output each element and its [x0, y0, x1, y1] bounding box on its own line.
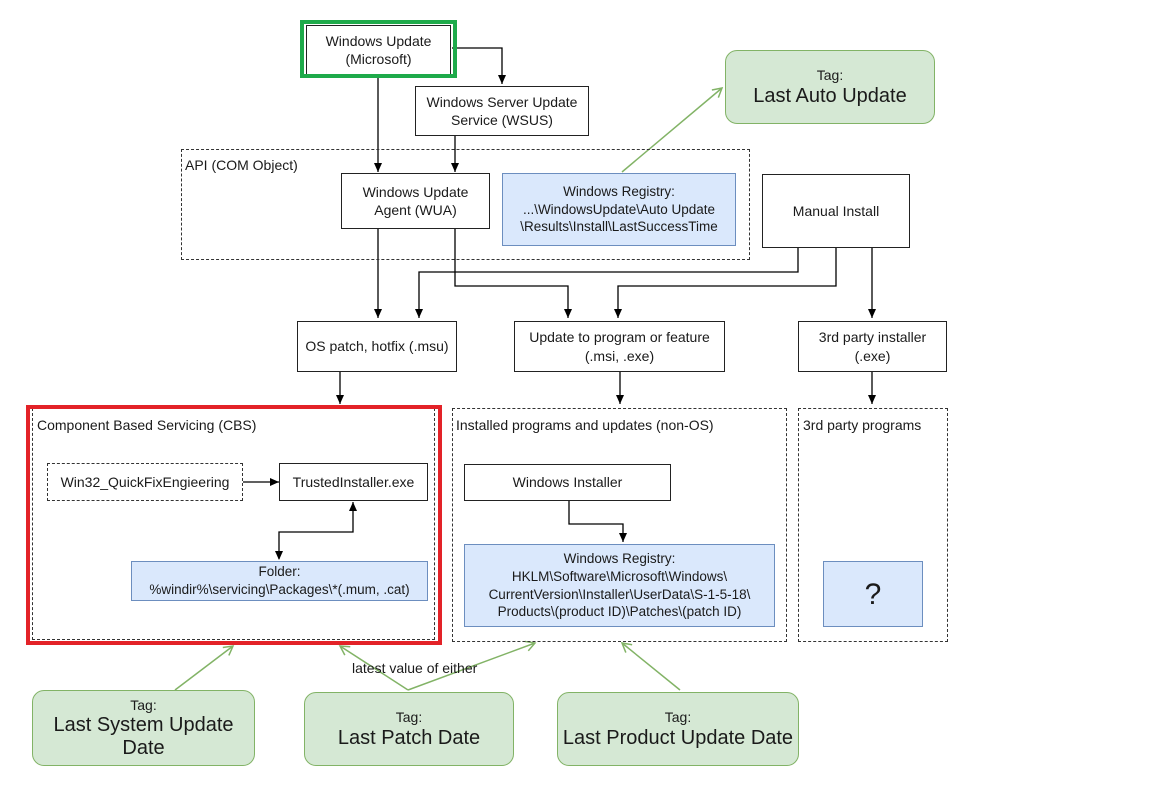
windows-update-line2: (Microsoft)	[345, 51, 412, 67]
tag-product-prefix: Tag:	[664, 709, 692, 726]
windows-installer-label: Windows Installer	[512, 474, 623, 491]
tag-patch-name: Last Patch Date	[337, 726, 481, 749]
registry-products-node: Windows Registry: HKLM\Software\Microsof…	[464, 544, 775, 627]
wsus-line2: Service (WSUS)	[451, 112, 553, 128]
edge-wu-wsus	[452, 47, 506, 84]
wsus-line1: Windows Server Update	[426, 93, 578, 110]
tag-last-product-update: Tag: Last Product Update Date	[557, 692, 799, 766]
registry-auto-update-node: Windows Registry: ...\WindowsUpdate\Auto…	[502, 173, 736, 246]
wsus-node: Windows Server Update Service (WSUS)	[415, 86, 589, 136]
qfe-node: Win32_QuickFixEngieering	[47, 463, 243, 501]
third-party-installer-line2: (.exe)	[854, 347, 891, 364]
tag-system-prefix: Tag:	[130, 696, 157, 713]
edge-manual-update	[614, 248, 837, 318]
tag-edge-auto	[621, 87, 724, 173]
cbs-label: Component Based Servicing (CBS)	[37, 417, 257, 433]
installed-programs-label: Installed programs and updates (non-OS)	[456, 417, 714, 433]
tag-edge-patch-cbs	[338, 645, 409, 691]
api-com-label: API (COM Object)	[185, 157, 298, 173]
registry-products-line3: CurrentVersion\Installer\UserData\S-1-5-…	[488, 586, 751, 602]
unknown-label: ?	[864, 577, 882, 611]
windows-installer-node: Windows Installer	[464, 464, 671, 501]
wua-line2: Agent (WUA)	[374, 202, 457, 218]
tag-product-name: Last Product Update Date	[562, 726, 794, 749]
tag-edge-product	[620, 642, 681, 691]
folder-packages-node: Folder: %windir%\servicing\Packages\*(.m…	[131, 561, 428, 601]
registry-products-line1: Windows Registry:	[563, 551, 676, 567]
trusted-installer-label: TrustedInstaller.exe	[292, 473, 415, 490]
third-party-programs-group	[798, 408, 948, 642]
manual-install-node: Manual Install	[762, 174, 910, 248]
tag-last-auto-update: Tag: Last Auto Update	[725, 50, 935, 124]
update-program-line1: Update to program or feature	[529, 329, 710, 346]
edge-manual-os	[415, 248, 799, 318]
tag-auto-prefix: Tag:	[816, 67, 844, 84]
edge-installer-registry	[568, 500, 627, 542]
cbs-highlight	[26, 405, 442, 645]
qfe-label: Win32_QuickFixEngieering	[60, 473, 230, 490]
tag-last-system-update: Tag: Last System Update Date	[32, 690, 255, 766]
unknown-node: ?	[823, 561, 923, 627]
os-patch-label: OS patch, hotfix (.msu)	[305, 338, 449, 355]
latest-value-annotation: latest value of either	[352, 660, 478, 676]
installed-programs-group	[452, 408, 787, 642]
tag-auto-name: Last Auto Update	[753, 84, 907, 107]
tag-edge-system	[174, 645, 235, 691]
manual-install-label: Manual Install	[792, 202, 880, 219]
tag-last-patch-date: Tag: Last Patch Date	[304, 692, 514, 766]
tag-patch-prefix: Tag:	[395, 709, 423, 726]
update-program-line2: (.msi, .exe)	[584, 347, 655, 364]
registry-auto-line2: ...\WindowsUpdate\Auto Update	[522, 201, 716, 217]
windows-update-line1: Windows Update	[325, 32, 432, 49]
windows-update-highlight	[300, 20, 457, 78]
third-party-programs-label: 3rd party programs	[803, 417, 922, 433]
folder-line1: Folder:	[258, 564, 301, 580]
edge-trusted-folder	[275, 502, 357, 560]
windows-update-node: Windows Update (Microsoft)	[306, 25, 451, 75]
update-program-node: Update to program or feature (.msi, .exe…	[514, 321, 725, 372]
wua-line1: Windows Update	[362, 183, 469, 200]
folder-line2: %windir%\servicing\Packages\*(.mum, .cat…	[149, 582, 410, 597]
tag-system-line1: Last System Update	[53, 714, 234, 737]
registry-products-line4: Products\(product ID)\Patches\(patch ID)	[497, 604, 742, 620]
edge-wua-update	[454, 229, 572, 318]
registry-auto-line1: Windows Registry:	[563, 184, 675, 200]
wua-node: Windows Update Agent (WUA)	[341, 173, 490, 229]
tag-system-line2: Date	[122, 737, 165, 760]
tag-edge-patch-installed	[407, 640, 537, 691]
third-party-installer-node: 3rd party installer (.exe)	[798, 321, 947, 372]
api-com-group	[181, 149, 750, 260]
os-patch-node: OS patch, hotfix (.msu)	[297, 321, 457, 372]
registry-products-line2: HKLM\Software\Microsoft\Windows\	[511, 568, 728, 584]
trusted-installer-node: TrustedInstaller.exe	[279, 463, 428, 501]
registry-auto-line3: \Results\Install\LastSuccessTime	[520, 219, 718, 235]
third-party-installer-line1: 3rd party installer	[818, 329, 927, 346]
